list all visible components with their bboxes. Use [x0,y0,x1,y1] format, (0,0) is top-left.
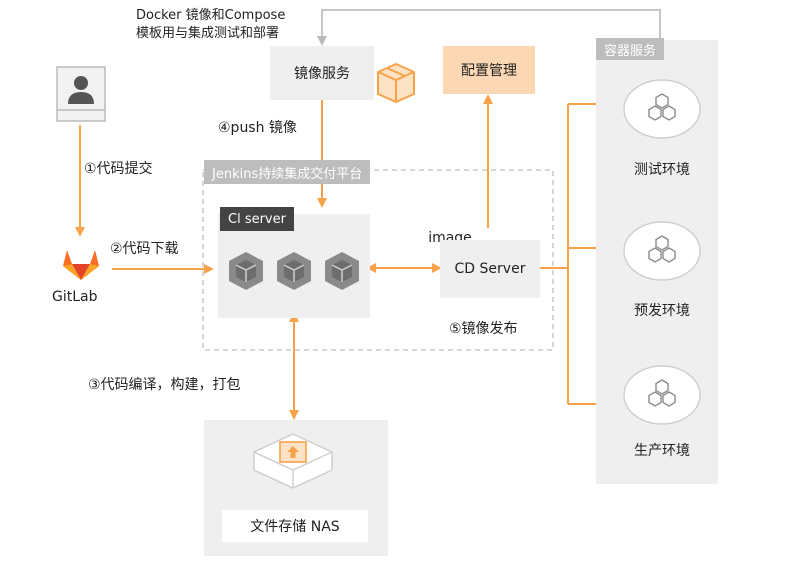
env-test-label: 测试环境 [634,162,690,178]
nas-label-box: 文件存储 NAS [222,510,368,542]
jenkins-platform-border [202,169,554,351]
ci-server-tag: Cl server [220,207,294,231]
config-mgmt-box: 配置管理 [443,46,535,94]
cube-icon [325,252,359,290]
user-icon [56,66,106,122]
hexagon-cluster-icon [623,365,701,425]
ci-cubes [226,250,362,292]
container-service-tag: 容器服务 [596,38,665,60]
package-box-icon [377,62,415,104]
nas-label: 文件存储 NAS [250,519,340,535]
step5-label: ⑤镜像发布 [449,321,518,337]
env-pre-label: 预发环境 [634,303,690,319]
user-node [56,66,106,122]
docker-note-line2: 模板用与集成测试和部署 [136,26,280,41]
hexagon-cluster-icon [623,79,701,139]
feedback-line [317,9,661,46]
hexagon-cluster-icon [623,221,701,281]
cd-server-box: CD Server [440,240,540,298]
nas-storage-icon [253,433,333,489]
env-pre-node [622,220,702,282]
docker-note-line1: Docker 镜像和Compose [136,8,286,23]
step4-label: ④push 镜像 [218,120,297,136]
step3-label: ③代码编译，构建，打包 [88,377,241,393]
gitlab-label: GitLab [52,289,98,305]
image-service-label: 镜像服务 [294,66,350,82]
gitlab-logo-icon [63,250,99,280]
config-mgmt-label: 配置管理 [461,63,517,79]
image-service-box: 镜像服务 [270,46,374,100]
cd-server-label: CD Server [454,261,526,277]
jenkins-platform-tag: Jenkins持续集成交付平台 [204,160,371,184]
env-test-node [622,78,702,140]
env-prod-node [622,364,702,426]
step2-label: ②代码下载 [110,241,179,257]
cube-icon [229,252,263,290]
step1-label: ①代码提交 [84,161,153,177]
cube-icon [277,252,311,290]
env-prod-label: 生产环境 [634,443,690,459]
